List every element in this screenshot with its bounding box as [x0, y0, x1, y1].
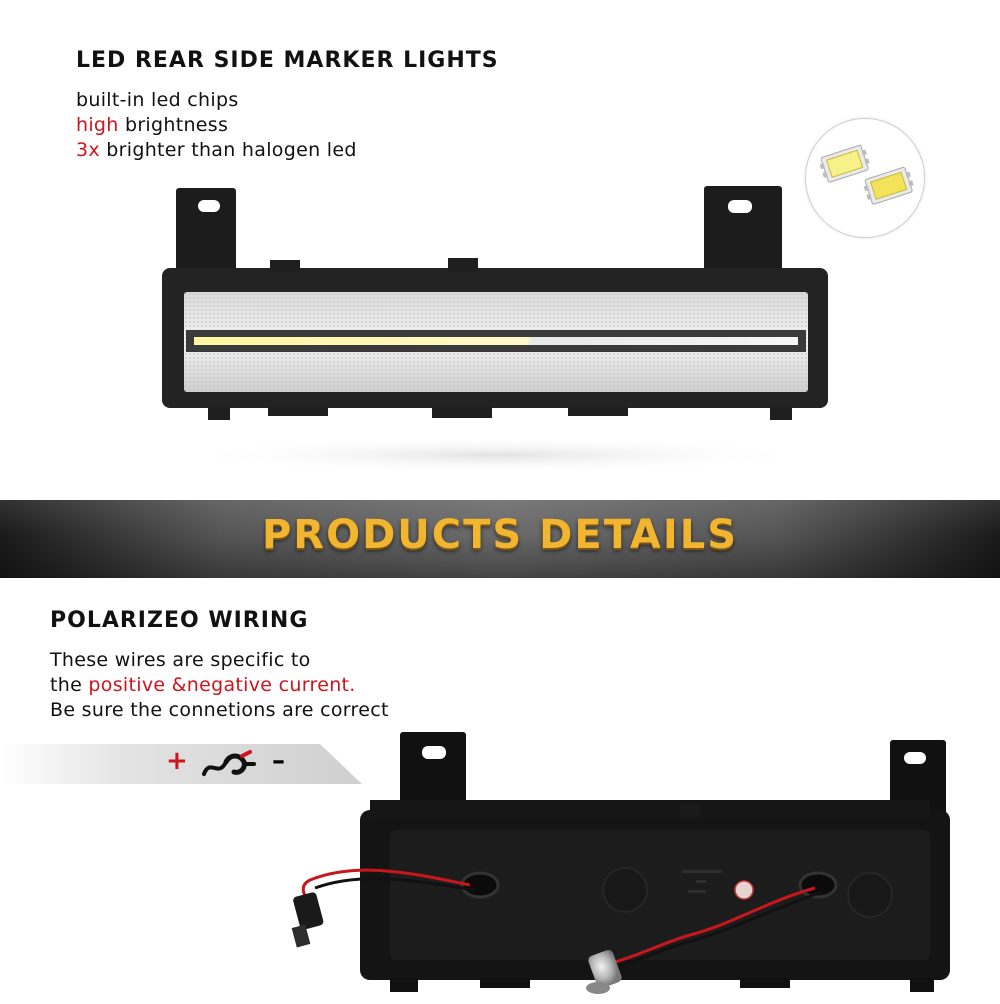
wiring-line: the positive &negative current.: [50, 673, 389, 698]
polarity-strip: + –: [0, 744, 365, 784]
banner-shading: [0, 500, 1000, 578]
banner-title: PRODUCTS DETAILS: [261, 512, 739, 558]
wiring-highlight: positive &negative current.: [88, 674, 356, 696]
feature-item: high brightness: [76, 113, 357, 138]
marker-light-front-image: [160, 180, 840, 480]
feature-text: built-in led chips: [76, 89, 239, 111]
feature-highlight: high: [76, 114, 119, 136]
led-chip-icon: [805, 118, 925, 238]
feature-item: 3x brighter than halogen led: [76, 138, 357, 163]
feature-list: built-in led chips high brightness 3x br…: [76, 88, 357, 163]
wiring-title: POLARIZEO WIRING: [50, 608, 309, 633]
positive-symbol: +: [166, 746, 188, 776]
wiring-line-prefix: the: [50, 674, 89, 696]
feature-item: built-in led chips: [76, 88, 357, 113]
top-section: [0, 0, 1000, 500]
product-title: LED REAR SIDE MARKER LIGHTS: [76, 48, 499, 73]
plug-icon: [200, 748, 262, 786]
feature-text: brighter than halogen led: [99, 139, 357, 161]
wiring-line: Be sure the connetions are correct: [50, 699, 389, 721]
feature-highlight: 3x: [76, 139, 100, 161]
feature-text: brightness: [118, 114, 229, 136]
negative-symbol: –: [272, 746, 285, 776]
section-banner: [0, 500, 1000, 578]
marker-light-rear-image: [270, 730, 970, 1000]
wiring-line: These wires are specific to: [50, 649, 311, 671]
wiring-description: These wires are specific to the positive…: [50, 648, 389, 723]
